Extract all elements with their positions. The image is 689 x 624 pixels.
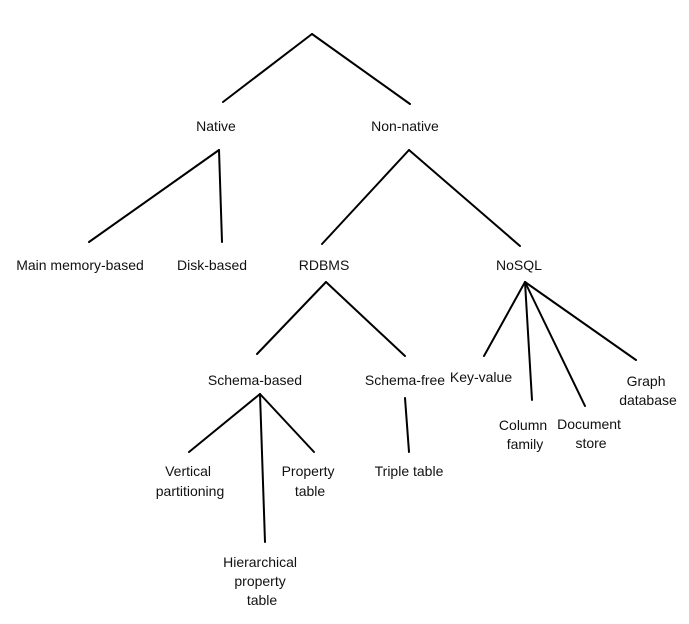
node-document-store-line-1: Document bbox=[557, 416, 621, 432]
edge-nosql-document-store bbox=[524, 281, 586, 407]
node-non-native: Non-native bbox=[371, 118, 439, 134]
node-column-family-line-1: Column bbox=[499, 417, 547, 433]
node-graph-database-line-2: database bbox=[619, 392, 677, 408]
node-document-store-line-2: store bbox=[575, 435, 606, 451]
edge-schema-based-vertical-partitioning bbox=[188, 393, 261, 453]
edge-schema-based-property-table bbox=[259, 393, 315, 453]
node-disk-based: Disk-based bbox=[177, 257, 247, 273]
node-native: Native bbox=[196, 118, 236, 134]
edge-nosql-key-value bbox=[483, 281, 526, 357]
node-graph-database: Graph database bbox=[619, 373, 677, 408]
edge-native-disk-based bbox=[218, 149, 223, 243]
edge-rdbms-schema-free bbox=[325, 281, 406, 357]
edge-schema-free-triple-table bbox=[404, 397, 410, 453]
node-hierarchical-property-table: Hierarchical property table bbox=[223, 554, 301, 608]
node-hierarchical-property-table-line-1: Hierarchical bbox=[223, 554, 297, 570]
edge-root-non-native bbox=[311, 33, 411, 105]
node-property-table-line-1: Property bbox=[282, 463, 335, 479]
node-hierarchical-property-table-line-3: table bbox=[247, 592, 278, 608]
node-graph-database-line-1: Graph bbox=[627, 373, 666, 389]
node-column-family: Column family bbox=[499, 417, 551, 452]
node-nosql: NoSQL bbox=[496, 257, 542, 273]
node-document-store: Document store bbox=[557, 416, 625, 451]
edge-nosql-graph-database bbox=[524, 281, 637, 361]
edge-non-native-rdbms bbox=[321, 149, 410, 245]
node-column-family-line-2: family bbox=[507, 436, 544, 452]
node-vertical-partitioning: Vertical partitioning bbox=[156, 463, 225, 499]
node-rdbms: RDBMS bbox=[299, 257, 350, 273]
node-main-memory-based: Main memory-based bbox=[16, 257, 144, 273]
node-key-value: Key-value bbox=[450, 369, 512, 385]
node-vertical-partitioning-line-1: Vertical bbox=[165, 463, 211, 479]
tree-edges bbox=[88, 33, 637, 543]
node-schema-free: Schema-free bbox=[365, 372, 445, 388]
node-property-table: Property table bbox=[282, 463, 339, 499]
node-hierarchical-property-table-line-2: property bbox=[234, 573, 285, 589]
node-vertical-partitioning-line-2: partitioning bbox=[156, 483, 225, 499]
edge-native-main-memory bbox=[88, 149, 220, 243]
node-schema-based: Schema-based bbox=[208, 372, 302, 388]
edge-rdbms-schema-based bbox=[256, 281, 327, 355]
edge-non-native-nosql bbox=[408, 149, 521, 247]
edge-schema-based-hierarchical-property-table bbox=[259, 393, 266, 543]
node-property-table-line-2: table bbox=[295, 483, 326, 499]
tree-labels: Native Non-native Main memory-based Disk… bbox=[16, 118, 677, 608]
node-triple-table: Triple table bbox=[375, 463, 444, 479]
edge-root-native bbox=[222, 33, 313, 103]
edge-nosql-column-family bbox=[524, 281, 533, 401]
